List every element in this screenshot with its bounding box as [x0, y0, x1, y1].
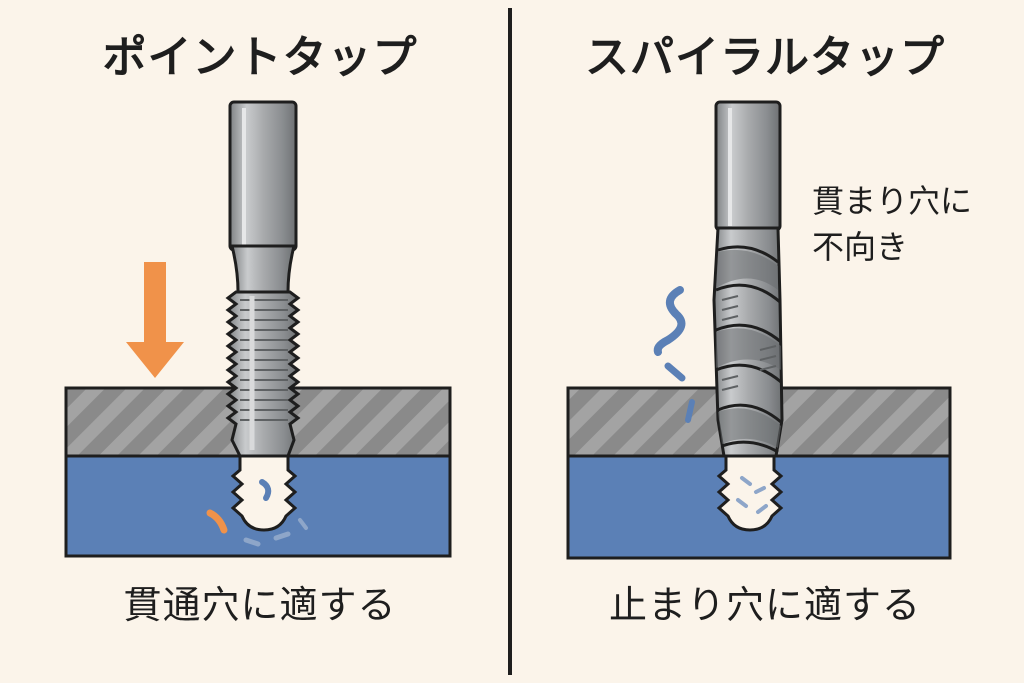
left-tap-neck — [230, 244, 296, 294]
left-threaded-hole — [230, 454, 298, 532]
right-panel-caption: 止まり穴に適する — [608, 583, 921, 627]
right-flute-shadows — [716, 249, 781, 448]
left-chip-faint-3 — [298, 518, 308, 530]
right-panel-graphic — [566, 100, 952, 560]
right-tap-shank — [714, 100, 782, 232]
left-panel-caption: 貫通穴に適する — [123, 583, 397, 627]
left-chip-faint-2 — [273, 531, 291, 541]
right-thread-lines — [721, 295, 777, 391]
left-hole-chip — [259, 479, 272, 501]
right-note-line-1: 貫まり穴に — [812, 182, 973, 220]
right-spiral-flutes — [715, 245, 782, 454]
left-chip-orange — [206, 509, 228, 534]
left-thread-lines — [240, 299, 288, 421]
left-chip-faint-1 — [243, 537, 261, 547]
right-panel-title: スパイラルタップ — [585, 32, 945, 83]
left-panel-title: ポイントタップ — [102, 32, 418, 83]
right-note-line-2: 不向き — [812, 228, 909, 266]
right-chip-curl — [653, 286, 686, 356]
left-panel-graphic — [64, 100, 452, 558]
right-threaded-hole — [716, 454, 784, 532]
left-tap-threads — [225, 290, 301, 458]
right-hole-chips — [736, 476, 768, 514]
left-tap-shank — [228, 100, 298, 252]
right-chip-small-2 — [685, 399, 695, 423]
right-chip-small-1 — [664, 362, 686, 382]
right-panel-note: 貫まり穴に 不向き — [812, 178, 1012, 270]
down-arrow-icon — [126, 262, 184, 378]
